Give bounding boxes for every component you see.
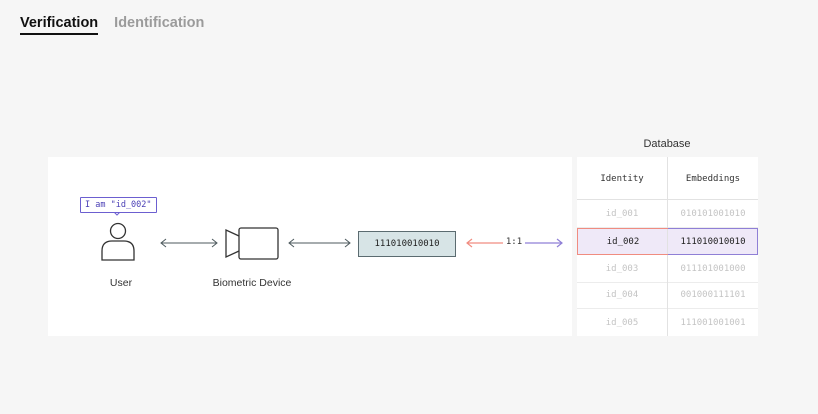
row-embedding: 111001001001 [680,318,746,328]
row-identity: id_005 [605,318,639,328]
camera-icon [225,227,279,260]
database-title: Database [643,138,691,150]
embedding-box: 111010010010 [358,231,456,257]
row-identity: id_001 [605,209,639,219]
row-embedding: 111010010010 [680,237,746,247]
arrow-user-device [160,238,218,248]
row-identity: id_003 [605,264,639,274]
column-divider [667,157,668,336]
column-header-identity: Identity [600,174,644,184]
comparison-arrow-left [466,238,503,248]
row-embedding: 011101001000 [680,264,746,274]
arrow-device-embedding [288,238,351,248]
mode-tabs: Verification Identification [20,15,204,35]
database-table: Identity Embeddings id_001 010101001010 … [577,157,758,336]
device-label: Biometric Device [212,277,292,289]
table-row: id_005 111001001001 [577,309,758,336]
comparison-label: 1:1 [503,237,525,247]
claim-bubble: I am "id_002" [80,197,157,213]
row-embedding: 010101001010 [680,209,746,219]
comparison-arrow-right [525,238,563,248]
tab-identification[interactable]: Identification [114,15,205,31]
tab-verification[interactable]: Verification [20,15,99,35]
row-identity: id_002 [606,237,640,247]
verification-panel [48,157,572,336]
row-identity: id_004 [605,290,639,300]
user-label: User [109,277,133,289]
row-embedding: 001000111101 [680,290,746,300]
user-icon [101,222,135,261]
column-header-embeddings: Embeddings [685,174,741,184]
